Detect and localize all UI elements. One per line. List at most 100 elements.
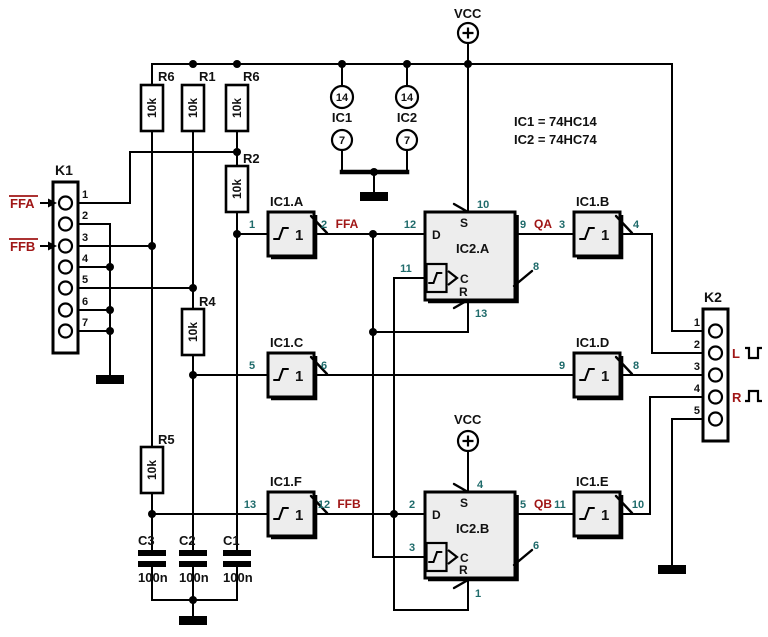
junction: [464, 60, 472, 68]
nq-invert-icon: [512, 269, 534, 288]
ic1-power-pins: 14 IC1 7: [329, 84, 355, 152]
inverter-slash-icon: [309, 494, 329, 515]
pin-number: 8: [533, 261, 539, 273]
gate-symbol: 1: [601, 368, 609, 385]
resistor-body: [139, 445, 165, 495]
resistor-value: 10k: [186, 322, 200, 342]
pin-number: 1: [82, 189, 88, 201]
vcc-label: VCC: [454, 6, 482, 21]
resistor-r5: R5 10k: [139, 432, 175, 495]
gate-ic1a: 1 IC1.A 1 2: [249, 194, 329, 260]
wires: [71, 42, 710, 617]
capacitor-c2: C2 100n: [179, 533, 209, 585]
ic2-power-pins: 14 IC2 7: [394, 84, 420, 152]
inverter-slash-icon: [309, 214, 329, 235]
note-line2: IC2 = 74HC74: [514, 132, 598, 147]
ff-c-label: C: [460, 272, 469, 286]
pin-number: 6: [82, 296, 88, 308]
k2-pin-circle: [707, 323, 724, 339]
gate-ic1b: 1 IC1.B 3 4: [559, 194, 640, 260]
resistor-r6-b: R6 10k: [224, 69, 260, 133]
k1-pin-circle: [57, 195, 74, 211]
cap-plate: [179, 561, 207, 567]
gate-ic1f: 1 IC1.F 13 12: [244, 474, 330, 540]
gate-body: [572, 351, 622, 399]
pin-number: 1: [694, 317, 700, 329]
gate-ref: IC1.D: [576, 335, 609, 350]
k1-pin-circle: [57, 259, 74, 275]
cap-ref: C3: [138, 533, 155, 548]
flipflop-ic2a: IC2.A D S R C 12 11 10 13 9 8: [400, 199, 539, 320]
pin-circle: [394, 84, 420, 110]
ffa-arrowhead-icon: [48, 198, 57, 208]
output-label-r: R: [732, 390, 742, 405]
pin-number: 2: [694, 339, 700, 351]
net-labels: FFA QA FFB QB: [336, 217, 553, 511]
inverter-slash-icon: [614, 214, 634, 235]
k1-pin-circle: [57, 216, 74, 232]
wire-k1-pin1: [71, 151, 238, 204]
gate-ic1c: 1 IC1.C 5 6: [249, 335, 329, 401]
gate-symbol: 1: [295, 368, 303, 385]
junction: [189, 284, 197, 292]
ffb-arrowhead-icon: [48, 241, 57, 251]
cap-value: 100n: [223, 570, 253, 585]
k1-pin-circle: [57, 302, 74, 318]
pin-number: 12: [404, 219, 416, 231]
ff-c-label: C: [460, 551, 469, 565]
resistor-ref: R5: [158, 432, 175, 447]
ic2-vcc-pin: 14: [401, 92, 414, 104]
gate-ref: IC1.A: [270, 194, 304, 209]
output-label-l: L: [732, 346, 740, 361]
cap-plate: [223, 550, 251, 556]
k2-pin-circle: [707, 367, 724, 383]
gate-symbol: 1: [601, 227, 609, 244]
resistor-value: 10k: [145, 460, 159, 480]
resistor-r4: R4 10k: [180, 294, 216, 357]
box-shadow: [577, 215, 624, 260]
clock-arrow-icon: [447, 549, 459, 565]
hysteresis-icon: [428, 551, 443, 563]
ff-r-label: R: [459, 563, 468, 577]
vcc-icon: [456, 429, 480, 453]
ff-s-label: S: [460, 216, 468, 230]
ground-icon: [96, 375, 124, 384]
box-shadow: [428, 215, 519, 304]
cap-plate: [179, 550, 207, 556]
pin-number: 10: [632, 499, 644, 511]
reset-invert-icon: [452, 578, 470, 590]
gate-body: [572, 490, 622, 538]
pin-number: 2: [409, 499, 415, 511]
box-shadow: [428, 495, 519, 582]
pin-number: 3: [409, 542, 415, 554]
gate-body: [572, 210, 622, 258]
junction: [233, 230, 241, 238]
resistor-ref: R6: [243, 69, 260, 84]
pin-number: 3: [559, 219, 565, 231]
resistor-value: 10k: [230, 98, 244, 118]
pin-number: 9: [520, 219, 526, 231]
gate-ref: IC1.F: [270, 474, 302, 489]
junction: [106, 306, 114, 314]
ic1-vcc-pin: 14: [336, 92, 349, 104]
resistor-body: [180, 83, 206, 133]
gate-ref: IC1.E: [576, 474, 609, 489]
pin-number: 8: [633, 360, 639, 372]
k1-pin-circle: [57, 323, 74, 339]
cap-ref: C1: [223, 533, 240, 548]
resistor-r6-top: R6 10k: [139, 69, 175, 133]
junction: [106, 327, 114, 335]
pin-number: 5: [82, 274, 88, 286]
input-label-ffb: FFB: [10, 239, 35, 254]
pin-number: 4: [82, 253, 89, 265]
capacitor-c3: C3 100n: [138, 533, 168, 585]
clock-box: [425, 541, 448, 573]
hysteresis-icon: [579, 368, 595, 381]
hysteresis-icon: [273, 227, 289, 240]
ic-note: IC1 = 74HC14 IC2 = 74HC74: [514, 114, 598, 147]
resistor-r2: R2 10k: [224, 151, 260, 214]
junction: [189, 60, 197, 68]
pin-number: 12: [318, 499, 330, 511]
clock-arrow-icon: [447, 270, 459, 286]
cap-plate: [138, 550, 166, 556]
